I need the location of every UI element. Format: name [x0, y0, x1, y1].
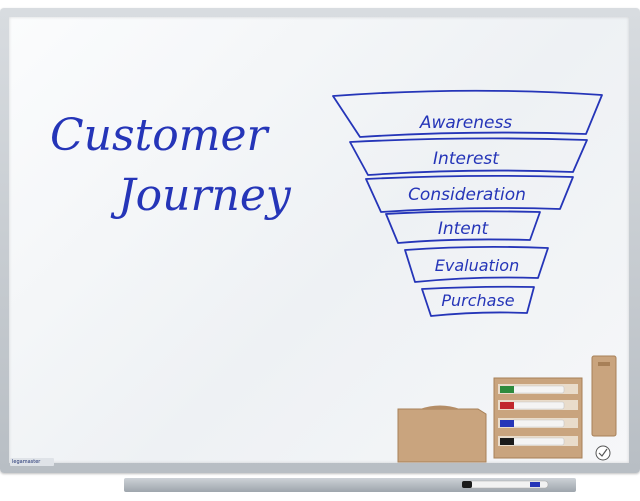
funnel-band-2: [349, 137, 588, 176]
certification-seal-icon: [595, 445, 611, 461]
funnel-band-3: [365, 174, 574, 213]
funnel-band-6: [421, 285, 535, 317]
title-line-1: Customer: [50, 110, 271, 161]
brand-badge: legamaster: [10, 458, 54, 466]
wooden-holder: [591, 355, 617, 437]
funnel-label-evaluation: Evaluation: [435, 256, 519, 275]
funnel-label-awareness: Awareness: [419, 113, 512, 133]
black-marker: [500, 437, 565, 446]
blue-marker: [500, 419, 565, 428]
funnel-label-intent: Intent: [438, 219, 490, 239]
funnel-band-1: [332, 89, 603, 138]
funnel-label-purchase: Purchase: [441, 291, 514, 310]
red-marker: [500, 401, 565, 410]
green-marker: [500, 385, 565, 394]
funnel-label-interest: Interest: [433, 149, 500, 169]
wooden-eraser: [397, 405, 487, 463]
funnel-band-5: [404, 245, 549, 283]
title-line-2: Journey: [110, 170, 292, 221]
marker-organizer: [493, 377, 583, 459]
tray-marker: [462, 480, 549, 489]
funnel-label-consideration: Consideration: [408, 185, 526, 205]
funnel-band-4: [385, 210, 541, 244]
funnel-outline: [332, 89, 603, 317]
